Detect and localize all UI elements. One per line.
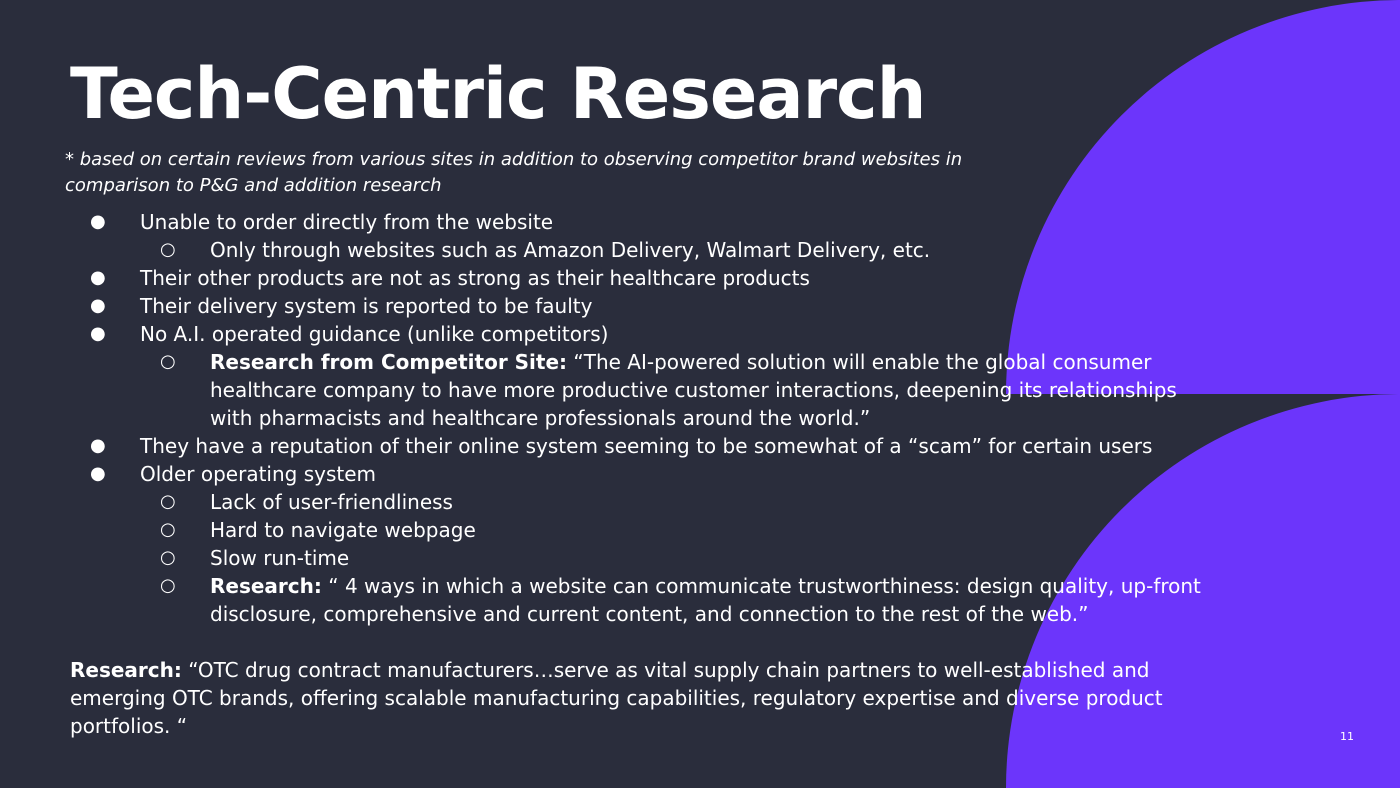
bullet-text: No A.I. operated guidance (unlike compet… <box>140 322 609 346</box>
sub-bullet-item: ○ Lack of user-friendliness <box>70 488 1210 516</box>
slide-subtitle: * based on certain reviews from various … <box>65 149 963 196</box>
sub-bullet-text: Hard to navigate webpage <box>210 518 476 542</box>
research-label: Research: <box>210 574 322 598</box>
bullet-marker: ● <box>90 435 106 456</box>
bullet-item: ● No A.I. operated guidance (unlike comp… <box>70 320 1210 348</box>
sub-bullet-item: ○ Research: “ 4 ways in which a website … <box>70 572 1210 628</box>
sub-bullet-text: Only through websites such as Amazon Del… <box>210 238 931 262</box>
sub-bullet-item: ○ Research from Competitor Site: “The AI… <box>70 348 1210 432</box>
sub-bullet-marker: ○ <box>160 491 176 512</box>
bullet-item: ● Their delivery system is reported to b… <box>70 292 1210 320</box>
bullet-marker: ● <box>90 463 106 484</box>
bullet-marker: ● <box>90 211 106 232</box>
bullet-list: ● Unable to order directly from the webs… <box>70 208 1210 628</box>
purple-quarter-circle-top <box>1006 0 1400 394</box>
sub-bullet-item: ○ Only through websites such as Amazon D… <box>70 236 1210 264</box>
bullet-item: ● They have a reputation of their online… <box>70 432 1210 460</box>
sub-bullet-marker: ○ <box>160 239 176 260</box>
bullet-text: Their delivery system is reported to be … <box>140 294 593 318</box>
sub-bullet-text: “ 4 ways in which a website can communic… <box>210 574 1201 626</box>
bullet-marker: ● <box>90 295 106 316</box>
sub-bullet-text: “The AI-powered solution will enable the… <box>210 350 1177 430</box>
sub-bullet-marker: ○ <box>160 351 176 372</box>
sub-bullet-marker: ○ <box>160 575 176 596</box>
bullet-text: Unable to order directly from the websit… <box>140 210 554 234</box>
sub-bullet-marker: ○ <box>160 547 176 568</box>
research-quote-text: “OTC drug contract manufacturers…serve a… <box>70 658 1163 738</box>
page-number: 11 <box>1340 730 1354 743</box>
research-label: Research: <box>70 658 182 682</box>
bullet-item: ● Their other products are not as strong… <box>70 264 1210 292</box>
bullet-marker: ● <box>90 267 106 288</box>
slide-title: Tech-Centric Research <box>70 53 926 135</box>
bullet-text: They have a reputation of their online s… <box>140 434 1153 458</box>
bullet-item: ● Older operating system <box>70 460 1210 488</box>
sub-bullet-item: ○ Slow run-time <box>70 544 1210 572</box>
sub-bullet-text: Slow run-time <box>210 546 350 570</box>
research-label: Research from Competitor Site: <box>210 350 568 374</box>
bullet-text: Their other products are not as strong a… <box>140 266 810 290</box>
bullet-marker: ● <box>90 323 106 344</box>
footer-research-quote: Research: “OTC drug contract manufacture… <box>70 656 1210 740</box>
bullet-text: Older operating system <box>140 462 377 486</box>
sub-bullet-item: ○ Hard to navigate webpage <box>70 516 1210 544</box>
bullet-item: ● Unable to order directly from the webs… <box>70 208 1210 236</box>
sub-bullet-marker: ○ <box>160 519 176 540</box>
purple-quarter-circle-bottom <box>1006 394 1400 788</box>
sub-bullet-text: Lack of user-friendliness <box>210 490 453 514</box>
